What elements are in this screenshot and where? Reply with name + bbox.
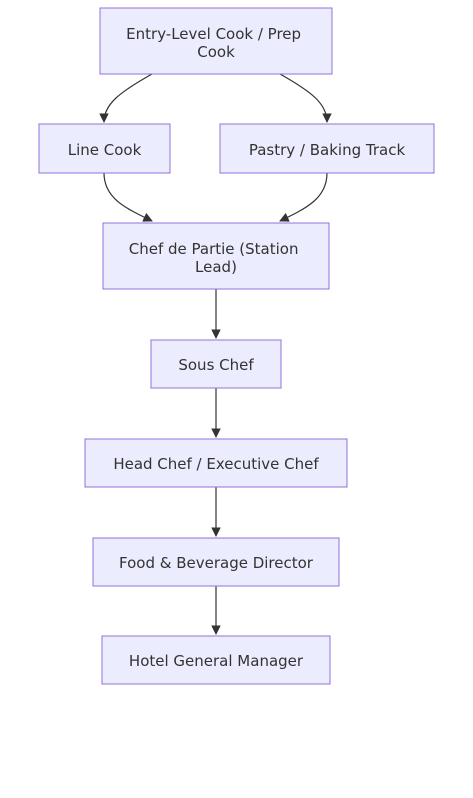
edge-line-to-partie [103,172,153,222]
node-box [150,339,282,389]
node-food-beverage-director: Food & Beverage Director [92,537,340,587]
node-label-line: Head Chef / Executive Chef [113,455,319,473]
node-label: Head Chef / Executive Chef [113,455,319,473]
node-label-line: Entry-Level Cook / Prep [126,25,301,43]
node-box [101,635,331,685]
node-label: Hotel General Manager [129,652,304,670]
node-box [38,123,171,174]
node-pastry-baking-track: Pastry / Baking Track [219,123,435,174]
node-hotel-general-manager: Hotel General Manager [101,635,331,685]
node-box [219,123,435,174]
edges [99,73,332,635]
node-label-line: Lead) [195,258,237,276]
node-chef-de-partie: Chef de Partie (Station Lead) [102,222,330,290]
node-label-line: Food & Beverage Director [119,554,314,572]
node-head-chef: Head Chef / Executive Chef [84,438,348,488]
node-box [92,537,340,587]
node-label: Line Cook [68,141,142,159]
node-box [102,222,330,290]
node-label: Food & Beverage Director [119,554,314,572]
node-label: Entry-Level Cook / Prep Cook [126,25,306,61]
node-box [84,438,348,488]
node-label-line: Line Cook [68,141,142,159]
node-sous-chef: Sous Chef [150,339,282,389]
node-box [99,7,333,75]
node-label-line: Hotel General Manager [129,652,304,670]
node-label-line: Pastry / Baking Track [249,141,406,159]
edge-entry-to-pastry [279,73,332,123]
edge-entry-to-line [99,73,153,123]
node-label: Pastry / Baking Track [249,141,406,159]
node-label: Chef de Partie (Station Lead) [129,240,304,276]
node-label-line: Cook [197,43,235,61]
node-entry-level-cook: Entry-Level Cook / Prep Cook [99,7,333,75]
node-line-cook: Line Cook [38,123,171,174]
edge-pastry-to-partie [279,172,328,222]
node-label: Sous Chef [178,356,254,374]
node-label-line: Sous Chef [178,356,254,374]
node-label-line: Chef de Partie (Station [129,240,299,258]
